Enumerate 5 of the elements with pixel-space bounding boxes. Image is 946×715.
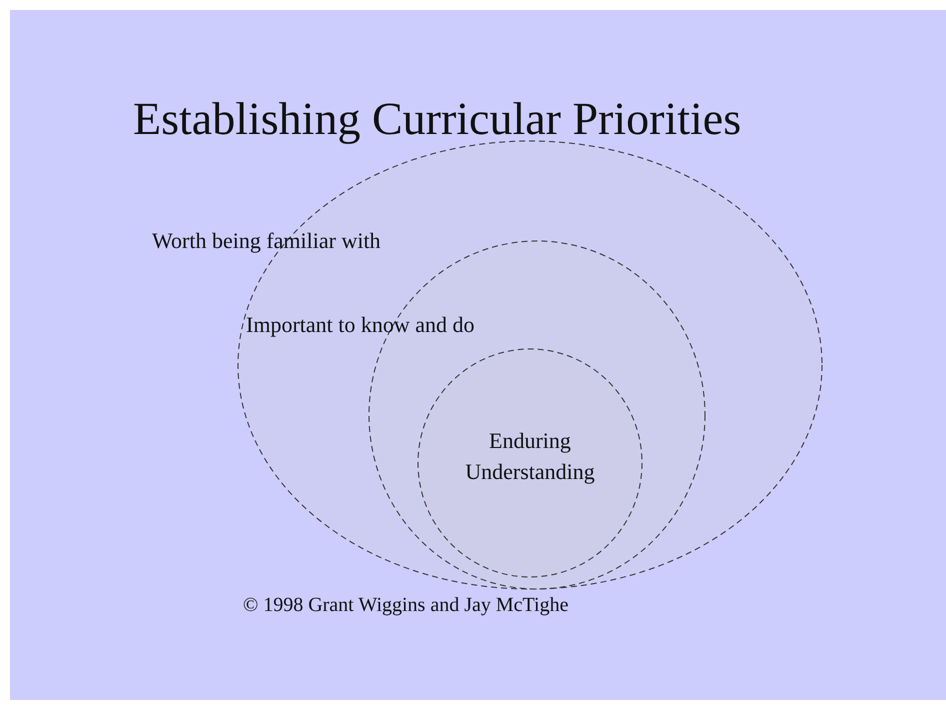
title: Establishing Curricular Priorities bbox=[133, 92, 742, 145]
ellipse-label: Worth being familiar with bbox=[152, 228, 381, 254]
copyright-note: © 1998 Grant Wiggins and Jay McTighe bbox=[243, 594, 568, 617]
ellipse-label: Enduring Understanding bbox=[464, 427, 596, 486]
ellipse-label: Important to know and do bbox=[246, 312, 475, 338]
